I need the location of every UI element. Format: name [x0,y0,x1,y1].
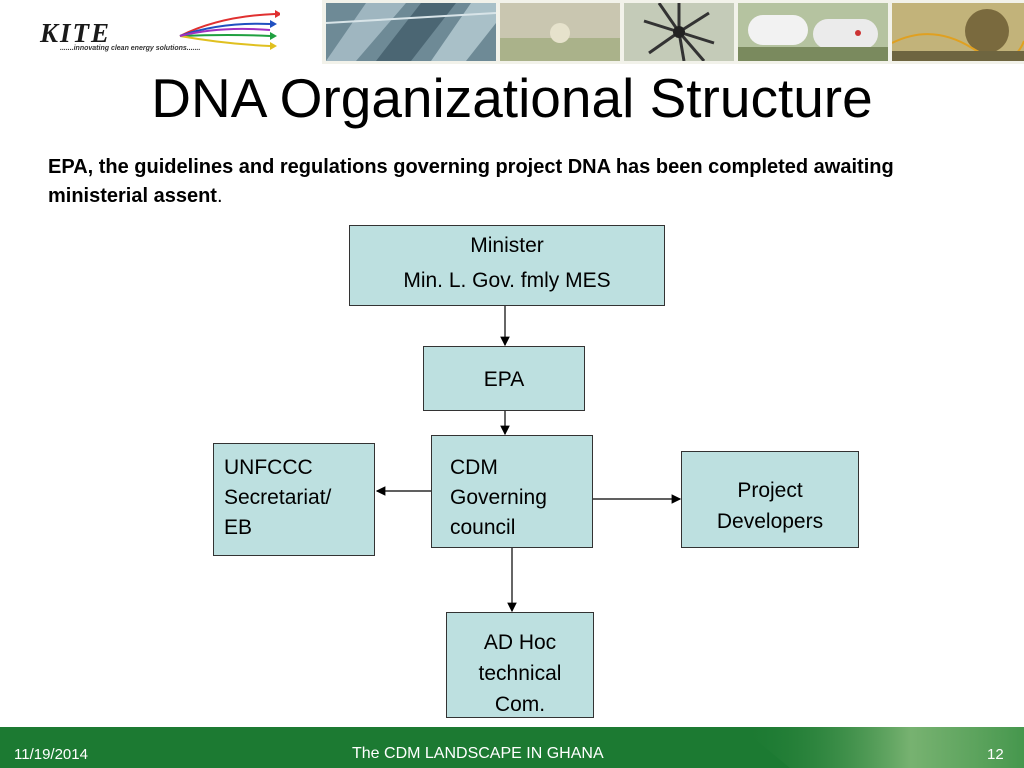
adhoc-technical-committee-box: AD Hoc technical Com. [446,612,594,718]
slide-title: DNA Organizational Structure [151,67,873,129]
unfccc-line-1: UNFCCC [224,456,313,479]
subtitle-text: EPA, the guidelines and regulations gove… [48,156,894,207]
cdm-governing-council-box: CDM Governing council [431,435,593,548]
unfccc-line-2: Secretariat/ [224,486,332,509]
unfccc-line-3: EB [224,516,253,539]
minister-title: Minister [470,234,544,257]
header-photo-gas-tanks [738,3,888,61]
developers-line-2: Developers [716,510,824,533]
header-photo-windmill [624,3,734,61]
footer-title: The CDM LANDSCAPE IN GHANA [352,745,604,762]
logo-tagline: .......innovating clean energy solutions… [60,45,201,52]
logo-name: KITE [40,18,112,48]
adhoc-line-3: Com. [494,693,546,716]
epa-box: EPA [423,346,585,411]
cdm-line-1: CDM [450,456,498,479]
header-photo-buildings [326,3,496,61]
minister-ministry: Min. L. Gov. fmly MES [403,269,611,292]
adhoc-line-2: technical [478,662,562,685]
footer-date: 11/19/2014 [14,746,88,763]
logo-arrows-icon [179,10,280,50]
cdm-line-2: Governing [450,486,547,509]
header-photo-sky [500,3,620,61]
kite-logo: KITE .......innovating clean energy solu… [0,0,322,64]
slide-subtitle: EPA, the guidelines and regulations gove… [48,153,948,211]
adhoc-line-1: AD Hoc [483,631,557,654]
footer-gradient [740,727,1024,768]
minister-box: Minister Min. L. Gov. fmly MES [349,225,665,306]
header-banner: KITE .......innovating clean energy solu… [0,0,1024,64]
subtitle-period: . [216,185,223,207]
footer-page-number: 12 [987,746,1004,763]
epa-label: EPA [483,368,525,391]
header-photo-landscape [892,3,1024,61]
cdm-line-3: council [450,516,516,539]
developers-line-1: Project [737,479,803,502]
project-developers-box: Project Developers [681,451,859,548]
unfccc-secretariat-box: UNFCCC Secretariat/ EB [213,443,375,556]
